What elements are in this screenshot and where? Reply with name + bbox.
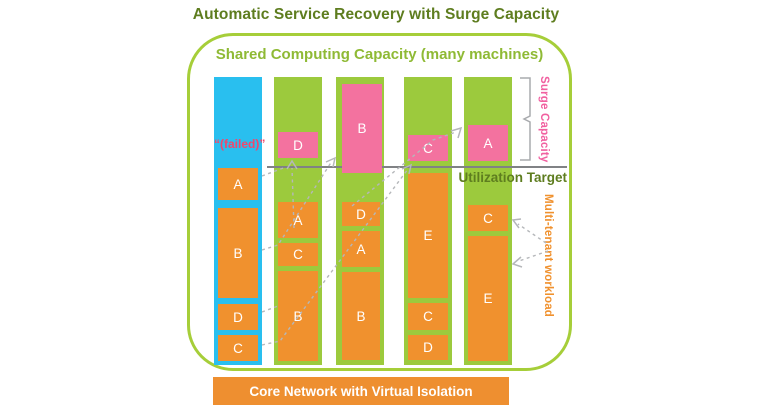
surge-capacity-label: Surge Capacity <box>538 76 550 163</box>
workload-block: D <box>342 202 380 226</box>
core-network-bar: Core Network with Virtual Isolation <box>213 377 509 405</box>
workload-block: B <box>342 272 380 360</box>
workload-block: C <box>468 205 508 231</box>
workload-block: A <box>278 202 318 238</box>
workload-block: D <box>408 335 448 360</box>
page-title: Automatic Service Recovery with Surge Ca… <box>192 6 560 23</box>
surge-block: B <box>342 84 382 173</box>
utilization-target-line <box>267 166 567 168</box>
surge-block: D <box>278 132 318 158</box>
workload-block: E <box>408 173 448 298</box>
workload-block: B <box>218 208 258 298</box>
machine-column-3: B D A B <box>336 77 384 365</box>
multi-tenant-workload-label: Multi-tenant workload <box>542 194 554 318</box>
machine-column-4: C E C D <box>404 77 452 365</box>
workload-block: B <box>278 271 318 361</box>
machine-column-failed: “(failed)” A B D C <box>214 77 266 365</box>
workload-block: A <box>218 168 258 200</box>
shared-capacity-label: Shared Computing Capacity (many machines… <box>215 46 544 63</box>
machine-column-5: A C E <box>464 77 512 365</box>
utilization-target-label: Utilization Target <box>458 170 567 185</box>
core-network-label: Core Network with Virtual Isolation <box>249 383 473 399</box>
workload-block: C <box>278 243 318 266</box>
surge-block: A <box>468 125 508 161</box>
workload-block: D <box>218 304 258 330</box>
surge-block: C <box>408 135 448 161</box>
workload-block: A <box>342 231 380 267</box>
failed-label: “(failed)” <box>214 137 266 151</box>
machine-column-2: D A C B <box>274 77 322 365</box>
workload-block: C <box>218 335 258 361</box>
workload-block: E <box>468 236 508 361</box>
workload-block: C <box>408 303 448 330</box>
